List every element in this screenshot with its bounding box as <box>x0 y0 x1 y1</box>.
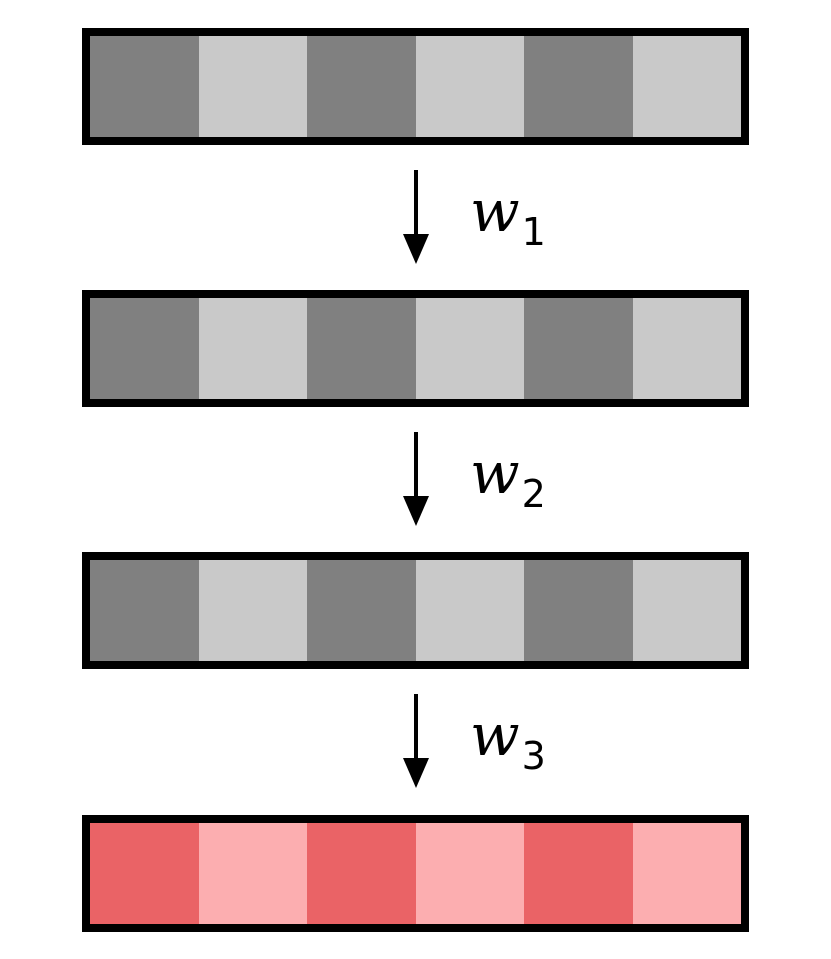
weight-subscript: 1 <box>521 210 546 254</box>
weight-subscript: 2 <box>521 472 546 516</box>
weight-symbol: w <box>470 701 520 769</box>
weight-label-2: w2 <box>470 444 546 513</box>
layer-cell-5 <box>524 298 633 399</box>
layer-bar-output <box>82 815 749 932</box>
weight-label-1: w1 <box>470 182 546 251</box>
layer-cell-1 <box>90 823 199 924</box>
layer-cell-4 <box>415 823 524 924</box>
layer-bar-2 <box>82 290 749 407</box>
layer-cell-3 <box>307 36 416 137</box>
down-arrow-icon <box>403 432 429 526</box>
layer-cell-4 <box>415 560 524 661</box>
weight-subscript: 3 <box>521 734 546 778</box>
layer-cell-3 <box>307 823 416 924</box>
layer-cell-6 <box>632 560 741 661</box>
layer-cell-3 <box>307 298 416 399</box>
layer-cell-4 <box>415 36 524 137</box>
layer-cell-4 <box>415 298 524 399</box>
layer-cell-5 <box>524 823 633 924</box>
layer-cell-3 <box>307 560 416 661</box>
layer-cell-1 <box>90 36 199 137</box>
down-arrow-icon <box>403 170 429 264</box>
layer-cell-2 <box>198 36 307 137</box>
layer-bar-1 <box>82 28 749 145</box>
layer-cell-6 <box>632 36 741 137</box>
layer-cell-5 <box>524 36 633 137</box>
layer-cell-5 <box>524 560 633 661</box>
down-arrow-icon <box>403 694 429 788</box>
layer-cell-6 <box>632 298 741 399</box>
layer-cell-6 <box>632 823 741 924</box>
weight-symbol: w <box>470 177 520 245</box>
layer-cell-2 <box>198 298 307 399</box>
layer-cell-2 <box>198 823 307 924</box>
weight-symbol: w <box>470 439 520 507</box>
layer-cell-1 <box>90 560 199 661</box>
layer-bar-3 <box>82 552 749 669</box>
weight-label-3: w3 <box>470 706 546 775</box>
layer-cell-2 <box>198 560 307 661</box>
layer-cell-1 <box>90 298 199 399</box>
